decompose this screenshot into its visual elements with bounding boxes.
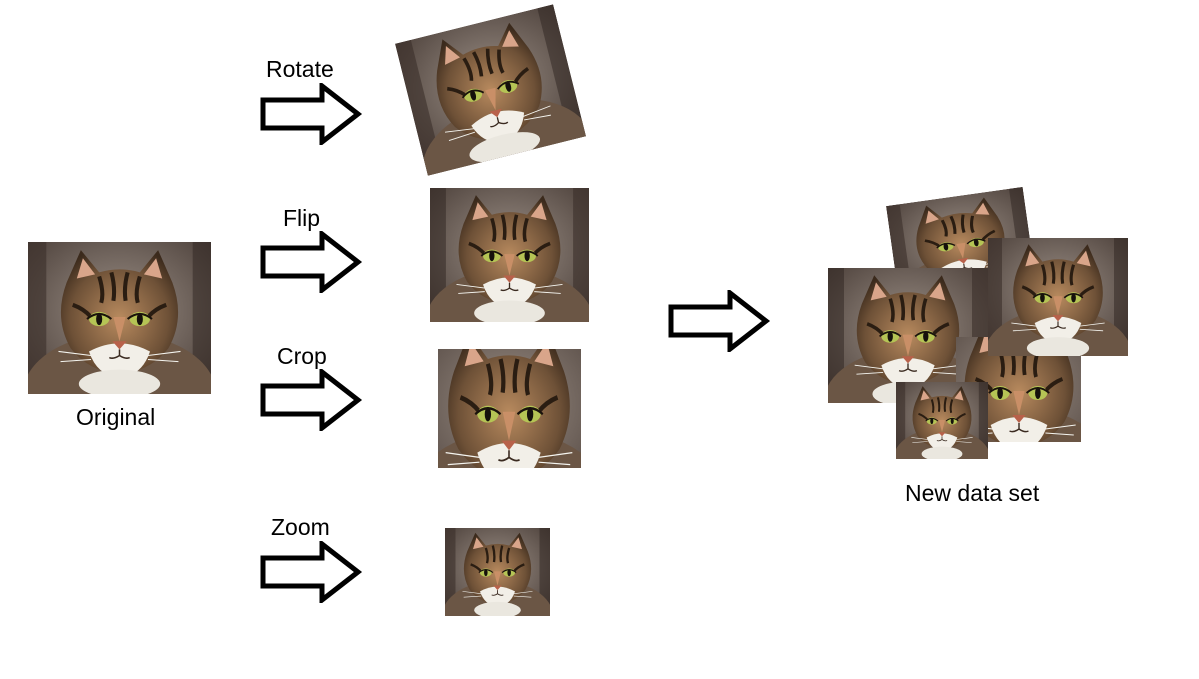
cat-photo-icon bbox=[395, 4, 586, 175]
crop-arrow-icon bbox=[259, 369, 363, 431]
cat-photo-icon bbox=[28, 242, 211, 394]
cat-photo-icon bbox=[988, 238, 1128, 356]
flipped-image bbox=[430, 188, 589, 322]
cat-photo-icon bbox=[445, 528, 550, 616]
original-label: Original bbox=[76, 404, 156, 430]
new-data-set-label: New data set bbox=[905, 480, 1040, 506]
original-image bbox=[28, 242, 211, 394]
rotate-arrow-icon bbox=[259, 83, 363, 145]
cat-photo-icon bbox=[438, 349, 581, 468]
flip-label: Flip bbox=[283, 205, 321, 231]
rotate-label: Rotate bbox=[266, 56, 334, 82]
crop-label: Crop bbox=[277, 343, 327, 369]
rotated-image bbox=[395, 4, 586, 175]
zoom-arrow-icon bbox=[259, 541, 363, 603]
combine-arrow-icon bbox=[667, 290, 771, 352]
dataset-image-zoomed bbox=[896, 382, 988, 459]
flip-arrow-icon bbox=[259, 231, 363, 293]
cat-photo-icon bbox=[430, 188, 589, 322]
cropped-image bbox=[438, 349, 581, 468]
zoomed-image bbox=[445, 528, 550, 616]
dataset-image-original bbox=[988, 238, 1128, 356]
zoom-label: Zoom bbox=[271, 514, 330, 540]
cat-photo-icon bbox=[896, 382, 988, 459]
